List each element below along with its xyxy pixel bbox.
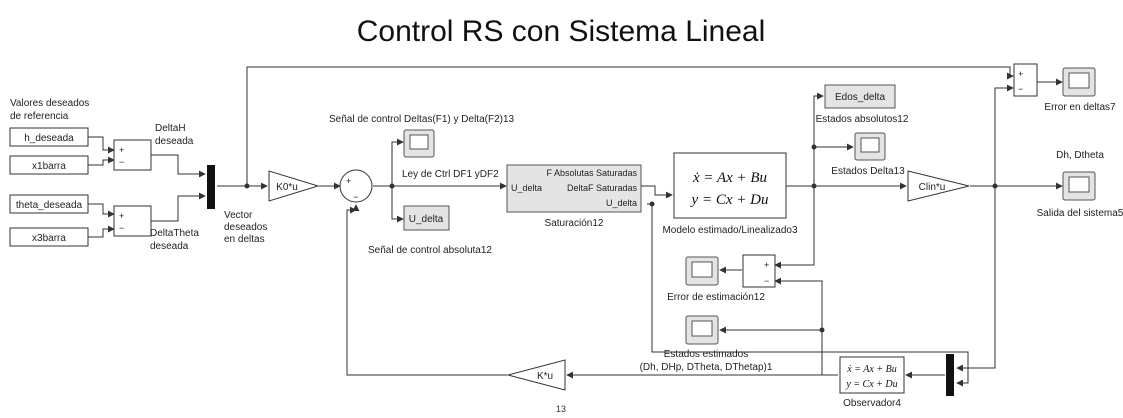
deltaH-label-1: DeltaH [155,123,186,134]
mux-vector[interactable] [207,165,215,209]
svg-text:Edos_delta: Edos_delta [835,92,885,103]
estados-delta-label: Estados Delta13 [831,166,905,177]
sum-deltaH[interactable]: + − [113,139,152,171]
salida-label: Salida del sistema5 [1037,208,1123,219]
svg-text:F Absolutas Saturadas: F Absolutas Saturadas [546,168,637,178]
deltaH-label-2: deseada [155,136,194,147]
sum-deltaTheta[interactable]: + − [113,205,152,237]
svg-text:ẋ = Ax + Bu: ẋ = Ax + Bu [846,364,896,375]
svg-text:−: − [764,276,769,286]
error-estimacion-label: Error de estimación12 [667,292,765,303]
svg-text:−: − [353,192,358,202]
signal-wires [88,66,1063,387]
saturacion-label: Saturación12 [545,218,604,229]
svg-text:U_delta: U_delta [606,198,637,208]
sum-error-estimacion[interactable]: + − [742,254,776,288]
scope-error-deltas[interactable] [1062,67,1096,97]
const-x3barra[interactable]: x3barra [9,227,89,247]
observador-label: Observador4 [843,398,901,409]
vector-label-2: deseados [224,222,267,233]
valores-label-2: de referencia [10,111,69,122]
svg-text:+: + [119,145,124,155]
diagram-title: Control RS con Sistema Lineal [357,15,766,48]
svg-text:Clin*u: Clin*u [919,182,946,193]
svg-text:x1barra: x1barra [32,161,66,172]
ley-ctrl-label: Ley de Ctrl DF1 yDF2 [402,169,499,180]
senal-absoluta-label: Señal de control absoluta12 [368,245,492,256]
svg-text:y = Cx + Du: y = Cx + Du [690,192,769,208]
svg-text:+: + [764,260,769,270]
block-u-delta[interactable]: U_delta [403,205,450,231]
mux-observer[interactable] [946,354,954,396]
scope-estados-estimados[interactable] [685,315,719,345]
svg-text:+: + [1018,69,1023,79]
svg-text:−: − [1018,84,1023,94]
svg-text:−: − [119,223,124,233]
page-number: 13 [556,404,566,414]
block-edos-delta[interactable]: Edos_delta [824,84,896,109]
svg-text:y = Cx + Du: y = Cx + Du [845,379,897,390]
svg-text:−: − [119,157,124,167]
senal-control-deltas-label: Señal de control Deltas(F1) y Delta(F2)1… [329,114,515,125]
error-deltas-label: Error en deltas7 [1044,102,1116,113]
svg-text:theta_deseada: theta_deseada [16,200,83,211]
state-space-model[interactable]: ẋ = Ax + Bu y = Cx + Du [673,152,787,219]
const-theta-deseada[interactable]: theta_deseada [9,194,89,214]
scope-estados-delta[interactable] [854,132,886,161]
vector-label-1: Vector [224,210,253,221]
svg-text:+: + [346,176,351,186]
const-h-deseada[interactable]: h_deseada [9,127,89,147]
scope-error-estimacion[interactable] [685,256,719,286]
svg-text:DeltaF Saturadas: DeltaF Saturadas [567,183,638,193]
svg-text:ẋ = Ax + Bu: ẋ = Ax + Bu [692,170,767,186]
svg-text:U_delta: U_delta [511,183,542,193]
estados-estimados-label-1: Estados estimados [664,349,749,360]
svg-text:+: + [119,211,124,221]
gain-clin[interactable]: Clin*u [907,170,970,202]
subsystem-saturacion[interactable]: F Absolutas Saturadas U_delta DeltaF Sat… [506,164,642,213]
estados-absolutos-label: Estados absolutos12 [816,114,909,125]
gain-ku[interactable]: K*u [506,359,566,391]
scope-control-deltas[interactable] [403,129,435,158]
modelo-label: Modelo estimado/Linealizado3 [662,225,798,236]
const-x1barra[interactable]: x1barra [9,155,89,175]
svg-text:U_delta: U_delta [409,214,444,225]
sum-error-deltas[interactable]: + − [1013,63,1038,97]
svg-text:K*u: K*u [537,371,553,382]
gain-k0u[interactable]: K0*u [268,170,320,202]
dh-dtheta-label: Dh, Dtheta [1056,150,1104,161]
valores-label-1: Valores deseados [10,98,89,109]
sum-feedback[interactable]: + − [339,169,373,203]
svg-text:x3barra: x3barra [32,233,66,244]
svg-text:K0*u: K0*u [276,182,298,193]
deltaTheta-label-1: DeltaTheta [150,228,199,239]
vector-label-3: en deltas [224,234,265,245]
svg-text:h_deseada: h_deseada [24,133,74,144]
estados-estimados-label-2: (Dh, DHp, DTheta, DThetap)1 [640,362,773,373]
observer-block[interactable]: ẋ = Ax + Bu y = Cx + Du [839,356,905,394]
deltaTheta-label-2: deseada [150,241,189,252]
scope-salida[interactable] [1062,171,1096,201]
